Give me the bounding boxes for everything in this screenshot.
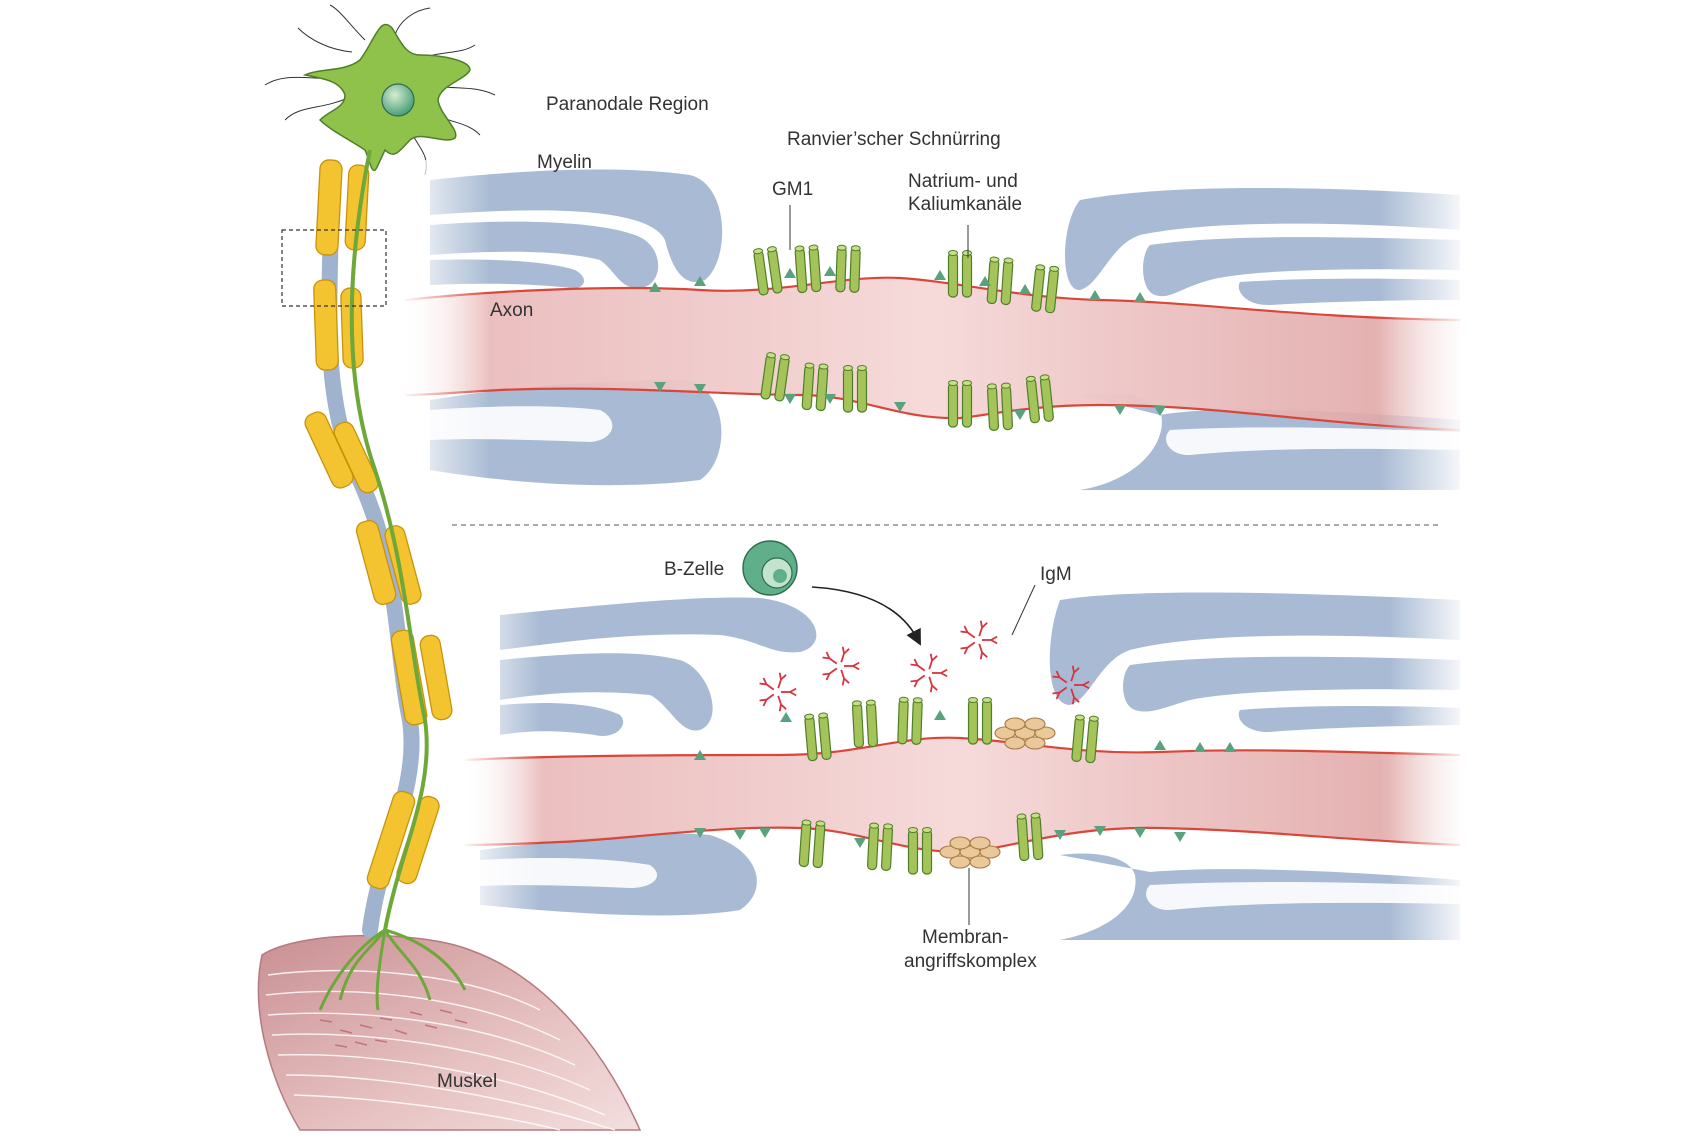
- gm1-ganglioside-icon: [894, 402, 906, 412]
- igm-antibody-icon: [1052, 665, 1090, 705]
- gm1-ganglioside-icon: [1089, 290, 1101, 300]
- igm-antibody-icon: [822, 646, 860, 686]
- gm1-ganglioside-icon: [1224, 742, 1236, 752]
- ion-channel-icon: [907, 827, 933, 875]
- ion-channel-icon: [1031, 264, 1060, 314]
- igm-antibody-icon: [910, 653, 948, 693]
- ion-channel-icon: [866, 822, 894, 871]
- gm1-ganglioside-icon: [759, 828, 771, 838]
- ion-channel-icon: [986, 382, 1014, 431]
- b-cell-icon: [742, 540, 798, 596]
- gm1-ganglioside-icon: [784, 268, 796, 278]
- gm1-ganglioside-icon: [1154, 740, 1166, 750]
- igm-antibody-icon: [960, 620, 998, 660]
- label-paranodal-region: Paranodale Region: [546, 94, 709, 115]
- ion-channel-icon: [967, 697, 993, 745]
- muscle: [257, 934, 642, 1131]
- ion-channel-icon: [798, 819, 826, 869]
- ion-channel-icon: [804, 712, 832, 762]
- igm-leader: [1011, 584, 1036, 636]
- ion-channels-top: [753, 244, 1060, 431]
- gm1-ganglioside-icon: [934, 710, 946, 720]
- gm1-ganglioside-icon: [1134, 292, 1146, 302]
- gm1-ganglioside-icon: [654, 382, 666, 392]
- myelin-lamellae-bottom-panel: [480, 592, 1460, 940]
- axon-core: [349, 149, 429, 931]
- gm1-ganglioside-icon: [854, 838, 866, 848]
- zoom-box: [281, 229, 387, 307]
- ion-channel-icon: [842, 365, 868, 413]
- ion-channel-icon: [794, 244, 822, 294]
- ion-channel-icon: [1025, 374, 1054, 424]
- axon-terminals: [318, 928, 467, 1011]
- gm1-ganglioside-icon: [1174, 832, 1186, 842]
- neuron: [264, 4, 496, 1011]
- axon-body-top: [405, 277, 1460, 430]
- label-mac-line1: Membran-: [922, 927, 1009, 948]
- axon-membrane-upper: [404, 276, 1461, 322]
- label-channels-line1: Natrium- und: [908, 171, 1018, 192]
- ion-channel-icon: [760, 352, 790, 402]
- ion-channel-icon: [835, 244, 861, 293]
- attacked-node-panel: B-Zelle IgM Membran- angriffskomplex: [460, 540, 1470, 972]
- gm1-ganglioside-icon: [1154, 406, 1166, 416]
- gm1-ganglioside-icon: [694, 276, 706, 286]
- ion-channel-icon: [947, 250, 973, 298]
- igm-antibodies: [759, 620, 1090, 712]
- gm1-ganglioside-icon: [734, 830, 746, 840]
- label-igm: IgM: [1040, 564, 1072, 585]
- gm1-ganglioside-icon: [694, 828, 706, 838]
- label-axon: Axon: [490, 300, 533, 321]
- axon-membrane-lower-bottom: [464, 826, 1461, 854]
- gm1-ganglioside-icon: [1019, 284, 1031, 294]
- gm1-ganglioside-icon: [1094, 826, 1106, 836]
- gm1-ganglioside-icon: [694, 384, 706, 394]
- ion-channel-icon: [1016, 812, 1044, 862]
- gm1-ganglioside-icon: [694, 750, 706, 760]
- gm1-ganglioside-icon: [1194, 742, 1206, 752]
- membrane-attack-complex-icon: [994, 717, 1056, 750]
- label-ranvier-node: Ranvier’scher Schnürring: [787, 129, 1001, 150]
- healthy-node-panel: Paranodale Region Ranvier’scher Schnürri…: [400, 94, 1470, 500]
- gm1-ganglioside-icon: [780, 712, 792, 722]
- gm1-ganglioside-icon: [1054, 830, 1066, 840]
- ion-channel-icon: [947, 380, 973, 428]
- label-myelin: Myelin: [537, 152, 592, 173]
- axon-body-bottom: [465, 737, 1460, 852]
- gm1-ganglioside-icon: [979, 276, 991, 286]
- igm-antibody-icon: [759, 672, 797, 712]
- label-gm1: GM1: [772, 179, 813, 200]
- gm1-markers-top: [649, 266, 1166, 420]
- gm1-markers-bottom: [694, 710, 1236, 848]
- neuron-soma-icon: [381, 83, 415, 117]
- gm1-ganglioside-icon: [934, 270, 946, 280]
- gm1-ganglioside-icon: [1134, 828, 1146, 838]
- label-mac-line2: angriffskomplex: [904, 951, 1037, 972]
- membrane-attack-complex-lower-icon: [939, 836, 1001, 869]
- gm1-ganglioside-icon: [1114, 405, 1126, 415]
- ion-channel-icon: [897, 696, 923, 745]
- gm1-ganglioside-icon: [824, 394, 836, 404]
- ion-channel-icon: [801, 362, 829, 412]
- gm1-ganglioside-icon: [649, 282, 661, 292]
- gm1-ganglioside-icon: [1014, 410, 1026, 420]
- label-channels-line2: Kaliumkanäle: [908, 194, 1022, 215]
- axon-membrane-upper-bottom: [464, 736, 1461, 762]
- gm1-ganglioside-icon: [824, 266, 836, 276]
- ion-channel-icon: [753, 246, 783, 296]
- gm1-ganglioside-icon: [784, 394, 796, 404]
- ion-channel-icon: [1071, 714, 1099, 764]
- ion-channel-icon: [986, 256, 1014, 306]
- axon-membrane-lower: [404, 387, 1461, 432]
- ion-channels-bottom: [798, 696, 1099, 875]
- label-bcell: B-Zelle: [664, 559, 724, 580]
- ion-channel-icon: [851, 699, 879, 748]
- bcell-arrow: [811, 586, 921, 646]
- label-muscle: Muskel: [437, 1071, 497, 1092]
